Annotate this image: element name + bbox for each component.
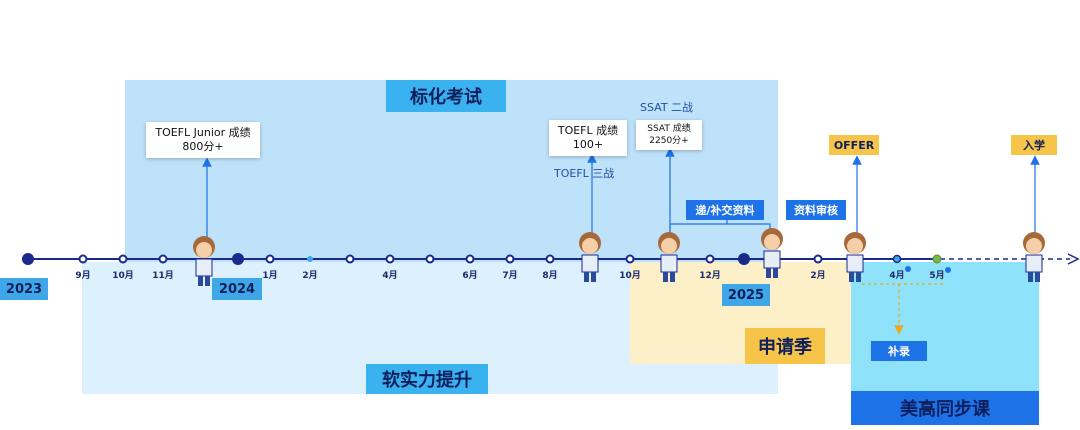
month-label: 12月: [699, 271, 721, 281]
note-ssat-second-attempt: SSAT 二战: [640, 101, 694, 114]
tick-9: [78, 254, 88, 264]
tick-1: [265, 254, 275, 264]
month-label: 9月: [75, 271, 91, 281]
zone-title-application: 申请季: [745, 328, 825, 364]
tick-5: [425, 254, 435, 264]
year-dot-2023: [22, 253, 34, 265]
month-label: 5月: [929, 271, 945, 281]
callout-ssat-title: SSAT 成绩: [647, 124, 691, 134]
tick-8: [545, 254, 555, 264]
callout-toefl-score: 100+: [572, 138, 604, 151]
month-label: 7月: [502, 271, 518, 281]
year-badge-2024: 2024: [212, 278, 262, 300]
tag-enroll: 入学: [1011, 135, 1057, 155]
year-dot-2025: [738, 253, 750, 265]
tick-5b: [932, 254, 942, 264]
month-label: 2月: [302, 271, 318, 281]
year-badge-2025: 2025: [722, 284, 770, 306]
tick-2b: [813, 254, 823, 264]
tick-4: [385, 254, 395, 264]
student-icon-5: [844, 232, 866, 282]
tag-offer: OFFER: [829, 135, 879, 155]
student-icon-3: [658, 232, 680, 282]
month-label: 10月: [619, 271, 641, 281]
month-label: 11月: [152, 271, 174, 281]
dot-4-extra: [905, 266, 911, 272]
callout-toefl-junior-title: TOEFL Junior 成绩: [155, 126, 251, 139]
zone-title-soft-skills: 软实力提升: [366, 364, 488, 394]
month-label: 6月: [462, 271, 478, 281]
tick-6: [465, 254, 475, 264]
tick-10: [118, 254, 128, 264]
zone-title-standardized: 标化考试: [386, 80, 506, 112]
student-icon-6: [1023, 232, 1045, 282]
month-label: 10月: [112, 271, 134, 281]
tick-3: [345, 254, 355, 264]
callout-toefl: TOEFL 成绩 100+: [549, 120, 627, 156]
month-label: 8月: [542, 271, 558, 281]
tag-supplementary-admission: 补录: [871, 341, 927, 361]
callout-toefl-junior: TOEFL Junior 成绩 800分+: [146, 122, 260, 158]
note-toefl-third-attempt: TOEFL 三战: [554, 167, 615, 180]
tick-2-light: [307, 256, 313, 262]
year-dot-2024: [232, 253, 244, 265]
student-icon-1: [193, 236, 215, 286]
month-label: 4月: [889, 271, 905, 281]
callout-ssat: SSAT 成绩 2250分+: [636, 120, 702, 150]
bracket-submit: [669, 223, 771, 236]
month-label: 1月: [262, 271, 278, 281]
student-icon-2: [579, 232, 601, 282]
month-label: 4月: [382, 271, 398, 281]
dot-5-extra: [945, 267, 951, 273]
tick-7: [505, 254, 515, 264]
callout-toefl-junior-score: 800分+: [182, 140, 224, 153]
year-badge-2023: 2023: [0, 278, 48, 300]
tag-materials-review: 资料审核: [786, 200, 846, 220]
callout-toefl-title: TOEFL 成绩: [557, 124, 619, 137]
zone-title-bridge: 美高同步课: [851, 391, 1039, 425]
tick-12: [705, 254, 715, 264]
tick-10b: [625, 254, 635, 264]
timeline-arrow-head: [1067, 253, 1080, 265]
tick-4b: [892, 254, 902, 264]
callout-ssat-score: 2250分+: [649, 136, 689, 146]
tick-11: [158, 254, 168, 264]
connector-supplement: [862, 272, 943, 285]
tag-submit-materials: 递/补交资料: [686, 200, 764, 220]
student-icon-4: [761, 228, 783, 278]
month-label: 2月: [810, 271, 826, 281]
